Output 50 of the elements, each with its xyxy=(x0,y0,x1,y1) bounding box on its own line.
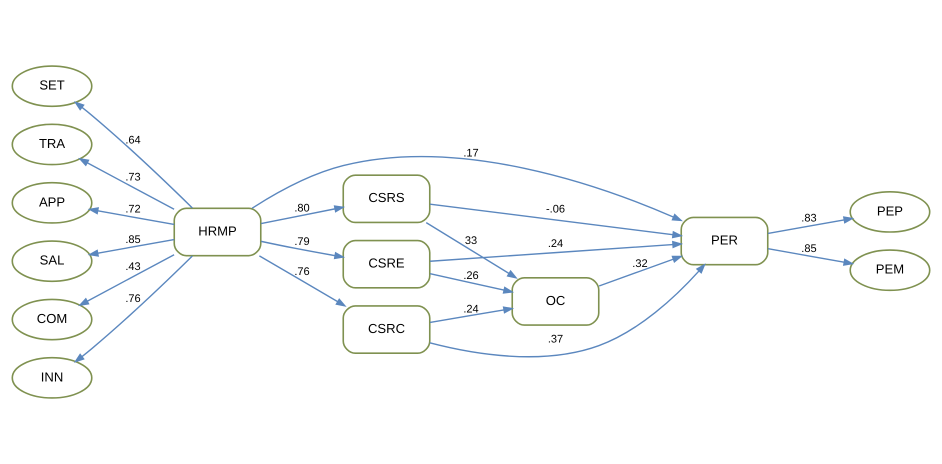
edge-label: .80 xyxy=(294,202,310,215)
edge-label: .32 xyxy=(632,258,648,270)
edge-label: .76 xyxy=(125,293,141,306)
arrow xyxy=(261,240,346,260)
node-ellipse: SET xyxy=(12,65,93,108)
node-ellipse: INN xyxy=(12,356,93,399)
edge-label: .24 xyxy=(548,238,564,250)
node-box: CSRE xyxy=(342,240,431,289)
arrow xyxy=(74,256,193,363)
edge-label: .17 xyxy=(463,147,479,160)
edge-label: .37 xyxy=(548,333,564,346)
arrow xyxy=(78,254,174,306)
arrow xyxy=(426,222,518,279)
arrow xyxy=(430,240,684,262)
edge-label: .24 xyxy=(463,303,479,316)
edge-label: .43 xyxy=(125,261,141,274)
node-ellipse: PEM xyxy=(849,249,930,292)
edge-label: .85 xyxy=(801,242,817,255)
arrow xyxy=(78,158,174,210)
edge-label: .64 xyxy=(125,134,141,146)
edge-label: .79 xyxy=(294,236,310,248)
arrow xyxy=(430,203,684,238)
arrow xyxy=(260,205,346,224)
arrow xyxy=(88,238,174,257)
node-ellipse: PEP xyxy=(849,190,930,233)
node-ellipse: APP xyxy=(12,182,93,224)
node-box: OC xyxy=(511,276,600,326)
arrow xyxy=(430,306,514,324)
arrow xyxy=(430,263,706,358)
node-box: PER xyxy=(680,216,769,266)
arrow xyxy=(259,255,347,307)
node-box: CSRS xyxy=(342,174,431,224)
edge-label: .76 xyxy=(294,266,310,278)
arrow xyxy=(768,216,854,234)
node-ellipse: SAL xyxy=(12,240,93,282)
arrow xyxy=(74,101,193,208)
edge-label: .72 xyxy=(125,204,141,216)
edge-label: .83 xyxy=(801,212,817,225)
arrow xyxy=(252,156,683,222)
arrow xyxy=(768,248,854,266)
arrow xyxy=(88,207,174,226)
edge-label: -.06 xyxy=(546,204,566,216)
arrow xyxy=(430,272,514,294)
node-box: CSRC xyxy=(342,305,431,354)
node-box: HRMP xyxy=(173,208,262,256)
arrow xyxy=(598,256,683,287)
edge-label: .73 xyxy=(125,171,141,184)
edge-label: .85 xyxy=(125,234,141,246)
edge-label: .26 xyxy=(463,270,479,282)
edge-label: 33 xyxy=(464,234,478,247)
